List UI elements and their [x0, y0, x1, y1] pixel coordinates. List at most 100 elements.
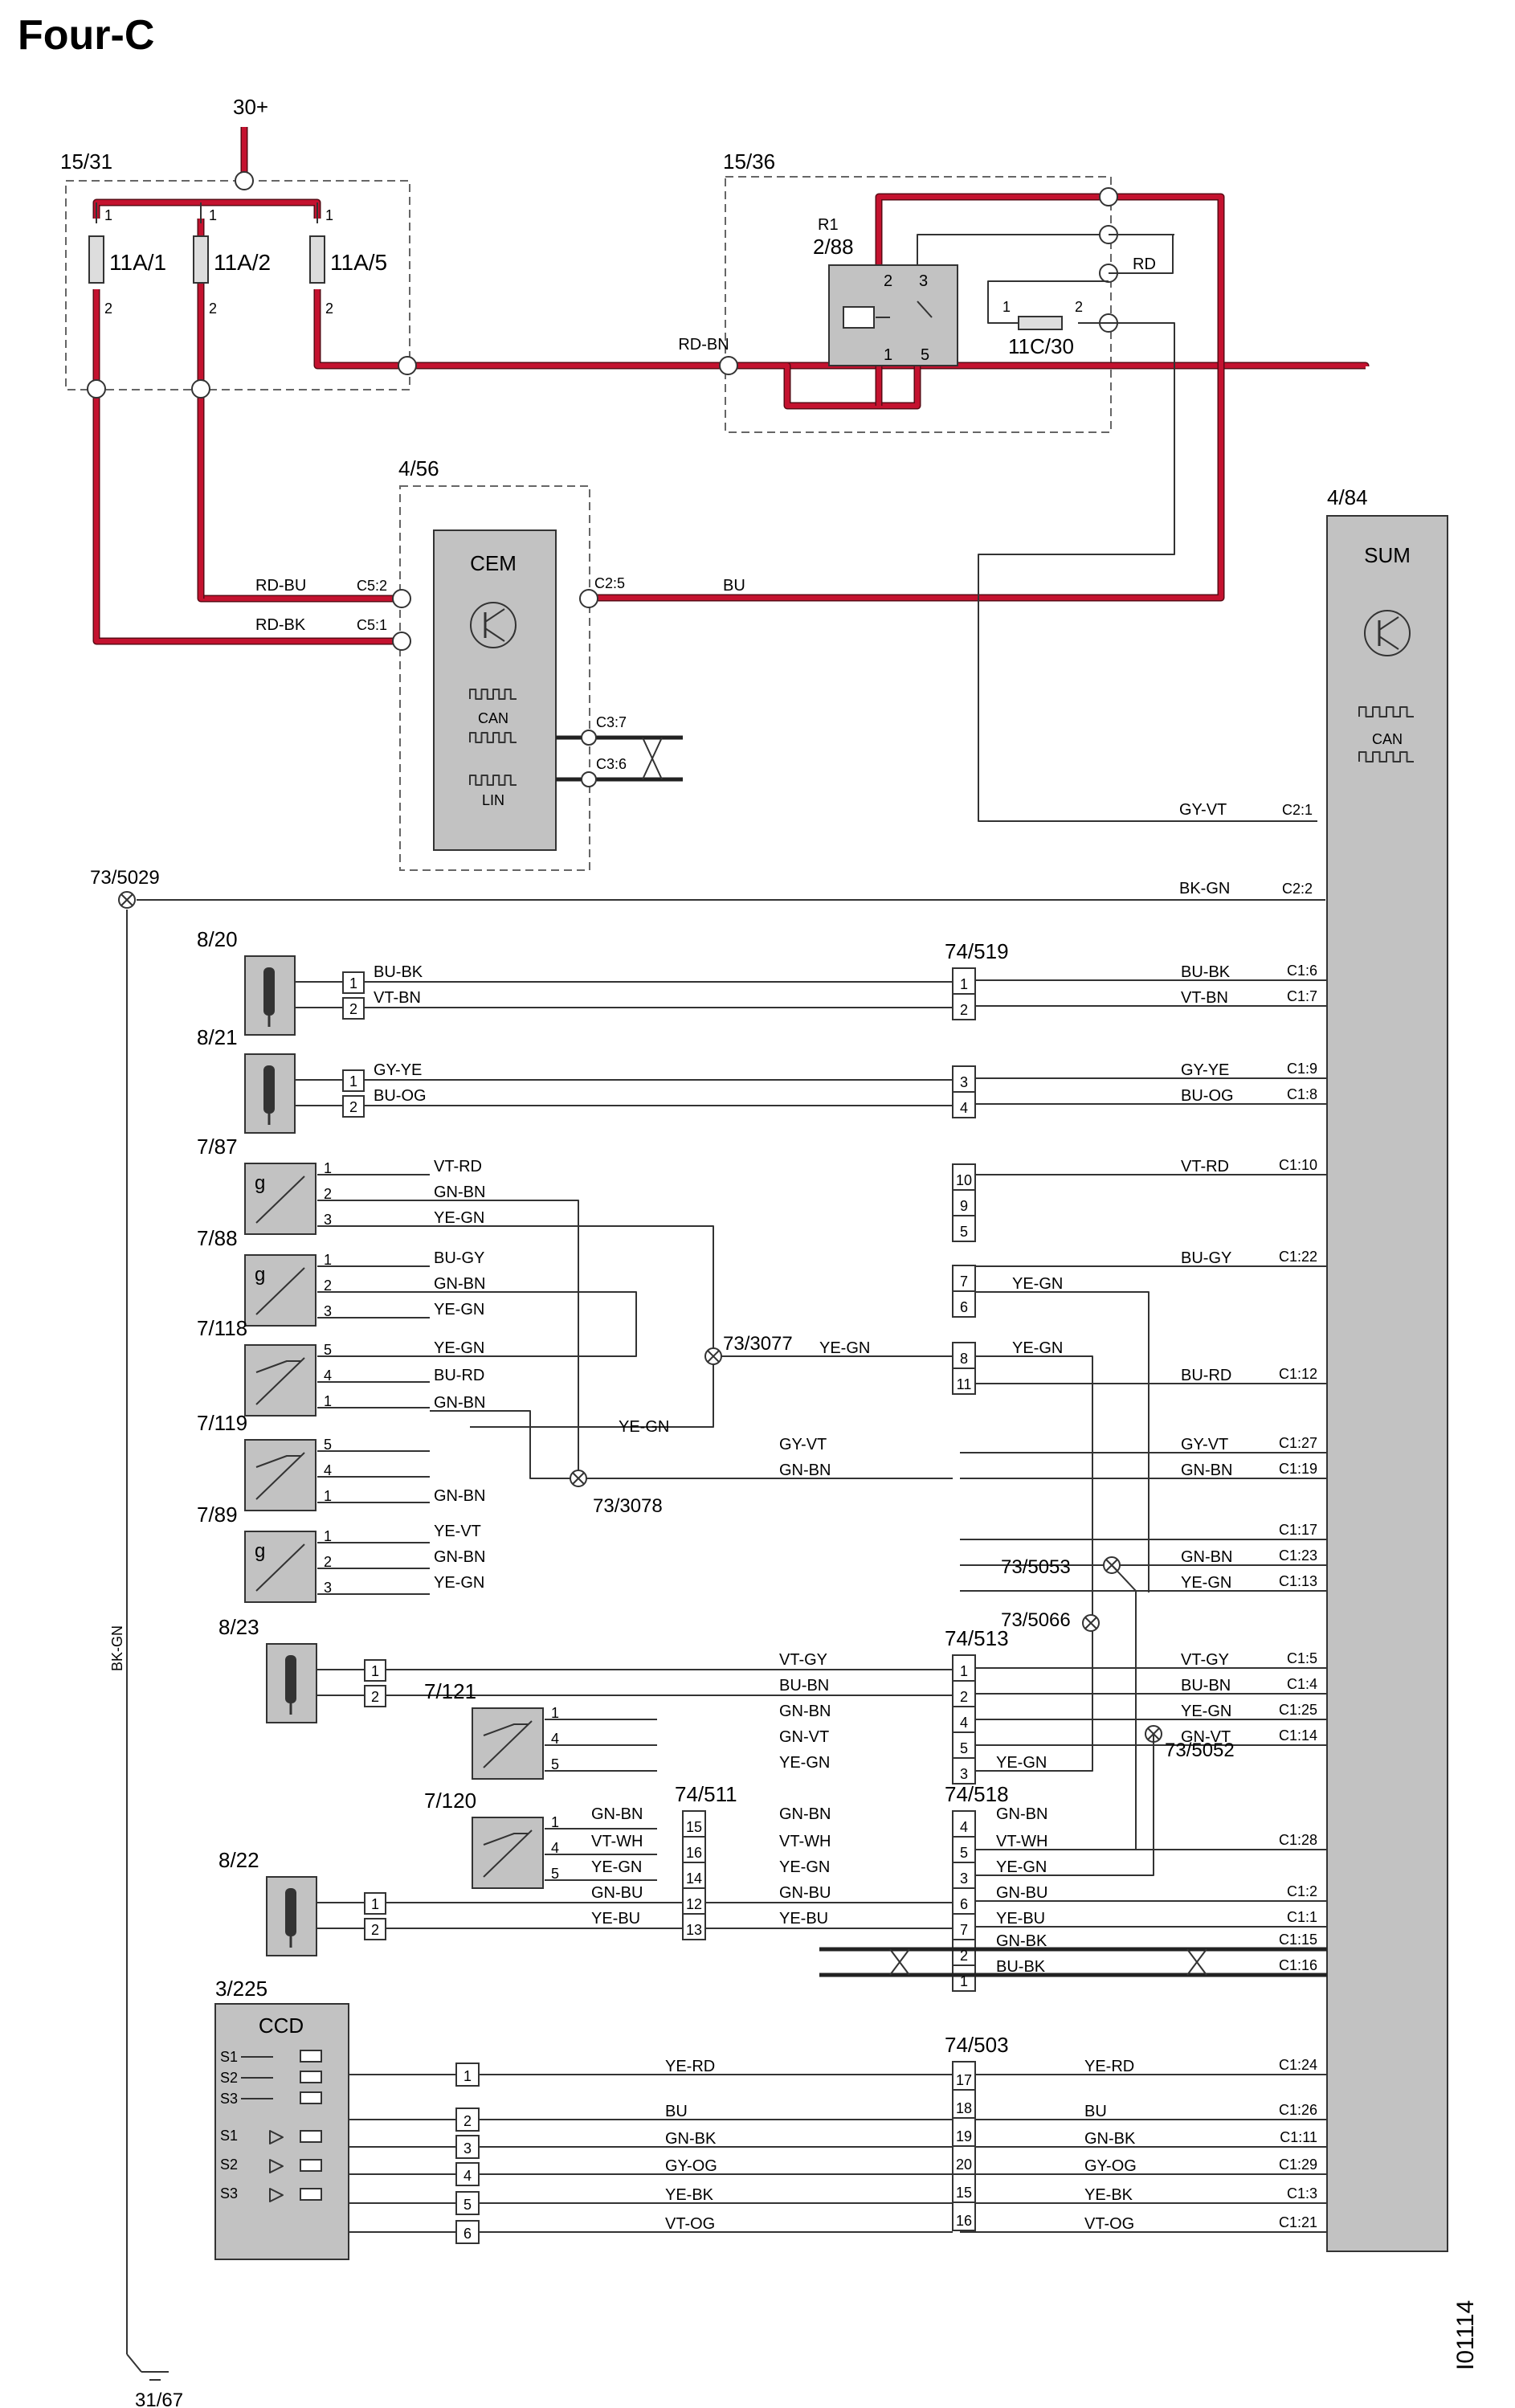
cem-lin: LIN [482, 792, 504, 808]
wire-color-label: YE-GN [819, 1339, 870, 1357]
pin-number: 7 [960, 1274, 968, 1290]
wire-color-label: GN-BU [591, 1884, 643, 1902]
sensor-pin: 1 [324, 1160, 332, 1176]
plug-body-icon [285, 1655, 296, 1703]
wire [975, 1355, 1093, 1772]
wire [975, 1734, 1154, 1876]
cem-id: 4/56 [398, 456, 439, 480]
wire-color-label: GN-BN [779, 1805, 831, 1823]
fuse-pin: 2 [209, 300, 217, 317]
wire-color-label: YE-GN [1012, 1275, 1063, 1293]
ground-symbol-icon [126, 2353, 169, 2381]
wire-color-label: YE-GN [779, 1754, 830, 1772]
sensor-pin: 1 [324, 1252, 332, 1268]
wire-color-label: VT-WH [996, 1833, 1047, 1850]
wire-color-label: YE-BU [591, 1910, 640, 1928]
ccd-id: 3/225 [215, 1977, 267, 2001]
wire-color-label: YE-RD [665, 2058, 715, 2075]
sum-pin: C1:6 [1287, 963, 1317, 979]
ccd-led-label: S2 [220, 2157, 238, 2173]
pin-box [682, 1913, 706, 1940]
pin-number: 6 [463, 2226, 472, 2242]
wire-color-label: VT-RD [1181, 1158, 1229, 1175]
wire-color-label: VT-WH [591, 1833, 643, 1850]
sum-pin: C1:17 [1279, 1522, 1317, 1538]
sum-pin: C1:4 [1287, 1676, 1317, 1692]
sum-pin: C1:14 [1279, 1727, 1317, 1744]
cem-pin: C5:1 [357, 617, 387, 633]
junction [719, 356, 738, 375]
pin-number: 12 [686, 1896, 702, 1912]
fuse-pin: 2 [1075, 299, 1083, 315]
wire-color-label: GY-OG [1084, 2157, 1137, 2175]
resistor-icon [300, 2159, 322, 2172]
wire-color-label: GY-VT [779, 1436, 827, 1453]
fuse-pin: 1 [104, 207, 112, 223]
sum-pin: C1:15 [1279, 1932, 1317, 1948]
cem-pin: C3:7 [596, 714, 627, 730]
pin-box [952, 993, 976, 1020]
pin-box [455, 2162, 480, 2186]
wire-color-label: GN-BN [591, 1805, 643, 1823]
cem-outline [399, 485, 590, 871]
wire-color-label: GN-BN [1181, 1548, 1232, 1566]
sensor-slash [255, 1267, 305, 1315]
wire-color-label: YE-GN [434, 1574, 484, 1592]
sum-pin: C1:10 [1279, 1157, 1317, 1173]
transistor-icon [484, 628, 505, 642]
wire-color-label: YE-GN [1181, 1703, 1231, 1720]
transistor-icon [1378, 636, 1399, 650]
pin-number: 1 [371, 1896, 379, 1912]
pin-number: 14 [686, 1870, 702, 1887]
wire-label-vertical: BK-GN [109, 1625, 125, 1671]
connector-id: 74/518 [945, 1782, 1009, 1806]
relay-id: 2/88 [813, 235, 854, 259]
sum-pin: C1:24 [1279, 2057, 1317, 2073]
fuse-pin: 2 [325, 300, 333, 317]
component-id: 8/20 [197, 927, 238, 951]
wire-color-label: VT-BN [374, 989, 421, 1007]
wire-label: RD-BK [255, 616, 306, 634]
wire-color-label: YE-GN [434, 1339, 484, 1357]
splice-label: 73/5029 [90, 867, 160, 889]
cem-can: CAN [478, 710, 508, 726]
wire-color-label: YE-VT [434, 1523, 481, 1540]
wire-color-label: VT-OG [1084, 2215, 1134, 2233]
sensor-slash [255, 1175, 305, 1224]
wire-color-label: YE-BK [665, 2186, 714, 2204]
relaybox-id: 15/36 [723, 149, 775, 174]
sum-pin: C1:29 [1279, 2157, 1317, 2173]
sum-pin: C1:12 [1279, 1366, 1317, 1382]
wire-color-label: YE-GN [1181, 1574, 1231, 1592]
sensor-ramp-icon [483, 1723, 529, 1736]
splice-label: 73/5052 [1165, 1740, 1235, 1761]
pin-number: 4 [960, 1100, 968, 1116]
pin-number: 1 [349, 975, 357, 991]
pin-number: 1 [960, 1663, 968, 1679]
wire-label: GY-VT [1179, 801, 1227, 819]
sum-label: SUM [1364, 543, 1411, 567]
wire-color-label: BU-GY [434, 1249, 484, 1267]
wire [713, 1291, 1150, 1592]
sensor-pin: 5 [324, 1437, 332, 1453]
power-wire-outline [197, 219, 402, 603]
pin-box [682, 1836, 706, 1863]
component-id: 8/23 [218, 1615, 259, 1639]
pin-number: 7 [960, 1922, 968, 1938]
pin-number: 3 [960, 1766, 968, 1782]
plug-body-icon [285, 1888, 296, 1936]
pin-box [364, 1659, 386, 1682]
component-id: 7/88 [197, 1226, 238, 1250]
fuse-label: 11A/5 [330, 250, 387, 275]
fuse-pin: 1 [209, 207, 217, 223]
can-signal-icon [1358, 751, 1414, 762]
wire-color-label: GN-BK [665, 2130, 717, 2148]
wire [430, 1291, 637, 1357]
pin-number: 1 [960, 976, 968, 992]
fuse-icon [1018, 316, 1063, 330]
pin-box [952, 2202, 976, 2231]
fusebox-id: 15/31 [60, 149, 112, 174]
sum-id: 4/84 [1327, 485, 1368, 509]
sum-pin: C2:1 [1282, 802, 1313, 818]
